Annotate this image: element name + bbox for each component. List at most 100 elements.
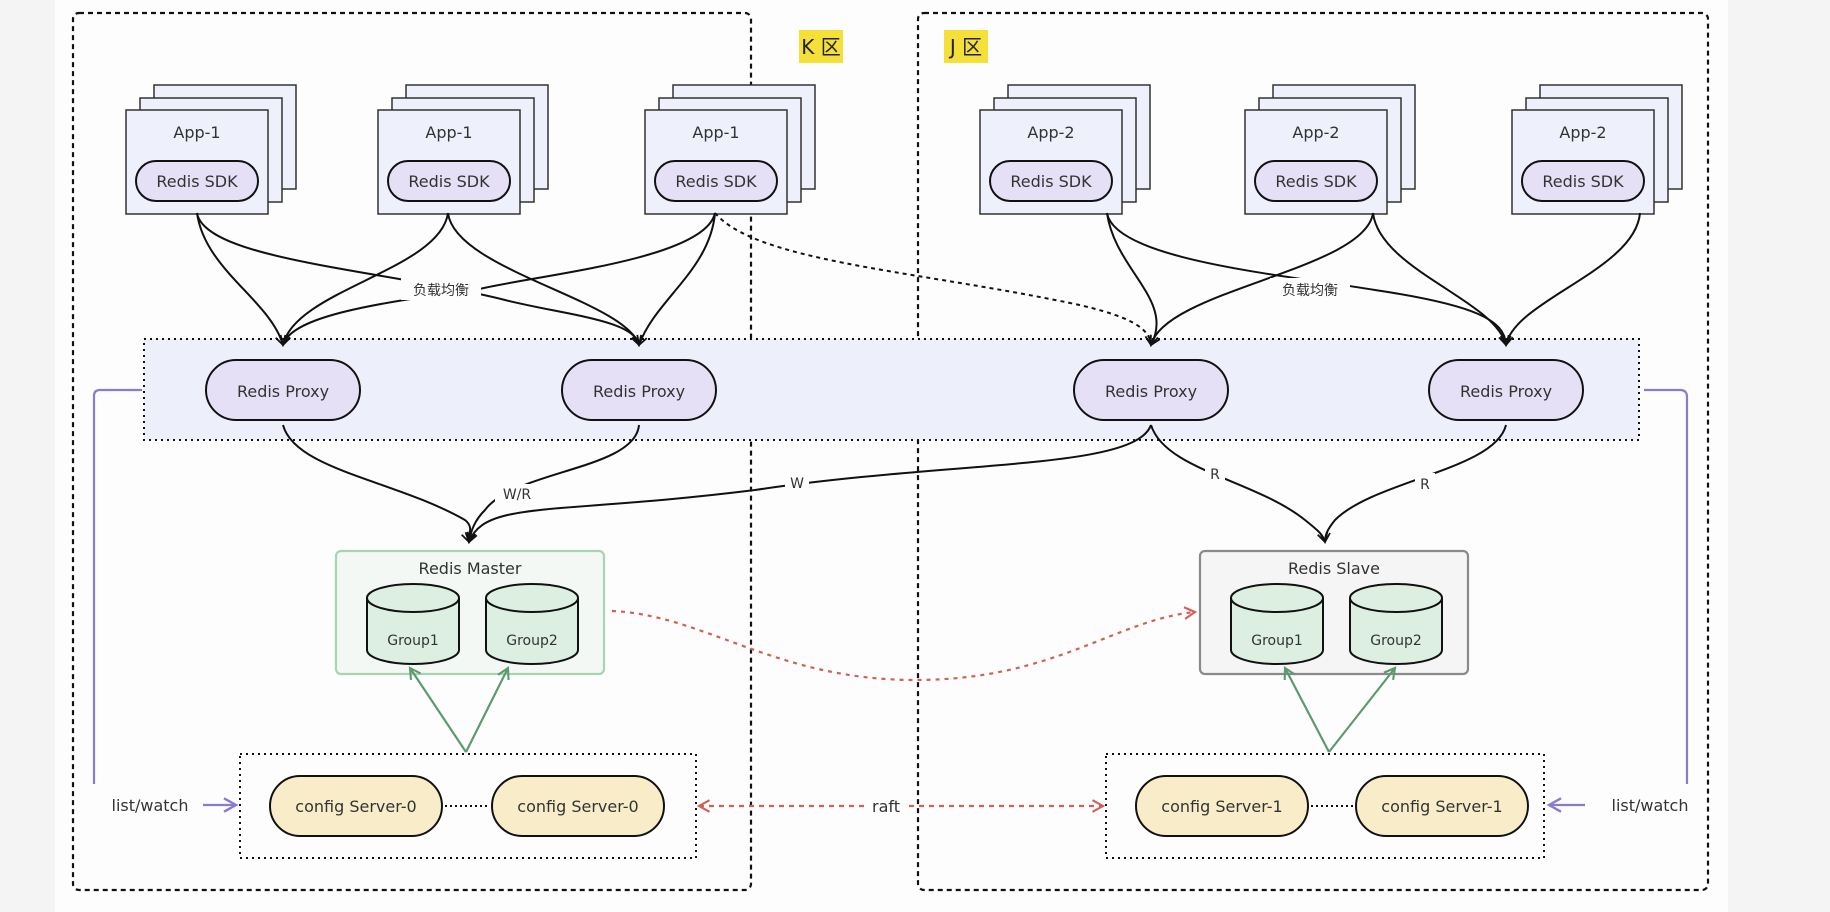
- redis-sdk-pill[interactable]: [989, 160, 1113, 202]
- config-server-label: config Server-1: [1381, 797, 1502, 816]
- redis-sdk-label: Redis SDK: [1542, 172, 1624, 191]
- redis-proxy-node[interactable]: [1428, 359, 1584, 421]
- edge-k-app3-proxy1: [279, 212, 716, 347]
- list-watch-line-right: [1644, 388, 1689, 784]
- redis-proxy-label: Redis Proxy: [1105, 382, 1197, 401]
- zone-j-label: J 区: [948, 35, 982, 59]
- redis-proxy[interactable]: Redis Proxy: [1073, 359, 1229, 421]
- redis-sdk-label: Redis SDK: [675, 172, 757, 191]
- redis-sdk-pill[interactable]: [654, 160, 778, 202]
- edge-j-app2-proxy1: [1147, 212, 1374, 347]
- config-server[interactable]: config Server-0: [491, 775, 665, 837]
- app-name: App-2: [1027, 123, 1074, 142]
- edge-label-r2: R: [1420, 477, 1430, 493]
- app-name: App-1: [173, 123, 220, 142]
- w-label-bg: [785, 472, 809, 492]
- zone-k-label: K 区: [801, 35, 840, 59]
- config-server[interactable]: config Server-0: [269, 775, 443, 837]
- list-watch-label-right: list/watch: [1612, 796, 1689, 815]
- redis-proxy-label: Redis Proxy: [237, 382, 329, 401]
- group-label: Group2: [1370, 633, 1422, 649]
- config-to-group-edges: [408, 666, 1397, 753]
- config-server-node[interactable]: [1135, 775, 1309, 837]
- config-server-label: config Server-0: [295, 797, 416, 816]
- load-balance-label-j: 负载均衡: [1282, 283, 1338, 299]
- app-name: App-2: [1559, 123, 1606, 142]
- redis-sdk-pill[interactable]: [1521, 160, 1645, 202]
- redis-proxy-node[interactable]: [205, 359, 361, 421]
- raft-label-bg: [865, 794, 907, 816]
- edge-config-j-group1: [1283, 666, 1330, 753]
- edge-master-slave-replication: [611, 606, 1198, 682]
- config-server-node[interactable]: [1355, 775, 1529, 837]
- redis-master-title: Redis Master: [419, 559, 522, 578]
- redis-proxy-node[interactable]: [561, 359, 717, 421]
- redis-proxy-label: Redis Proxy: [593, 382, 685, 401]
- app-name: App-2: [1292, 123, 1339, 142]
- group-label: Group1: [387, 633, 439, 649]
- group-label: Group2: [506, 633, 558, 649]
- edge-proxy2-master: [464, 424, 640, 544]
- redis-proxy-node[interactable]: [1073, 359, 1229, 421]
- config-server[interactable]: config Server-1: [1355, 775, 1529, 837]
- edge-config-j-group2: [1328, 666, 1397, 753]
- edge-cross-zone-failover: [714, 212, 1157, 347]
- redis-proxy[interactable]: Redis Proxy: [205, 359, 361, 421]
- edge-k-app2-proxy2: [447, 212, 642, 347]
- edge-label-r1: R: [1210, 467, 1220, 483]
- zone-k-tag-bg: [799, 30, 843, 63]
- redis-sdk-pill[interactable]: [387, 160, 511, 202]
- redis-proxy[interactable]: Redis Proxy: [1428, 359, 1584, 421]
- proxy-storage-edges: [282, 424, 1507, 544]
- edge-proxy3-slave: [1150, 424, 1329, 544]
- redis-sdk-label: Redis SDK: [408, 172, 490, 191]
- edge-config-k-group1: [408, 666, 467, 753]
- config-server-node[interactable]: [491, 775, 665, 837]
- edge-config-k-group2: [465, 666, 510, 753]
- edge-label-w: W: [790, 476, 804, 492]
- database-icon[interactable]: Group2: [1349, 583, 1443, 665]
- redis-sdk-label: Redis SDK: [1010, 172, 1092, 191]
- redis-sdk-pill[interactable]: [135, 160, 259, 202]
- list-watch-label-left: list/watch: [112, 796, 189, 815]
- database-icon[interactable]: Group2: [485, 583, 579, 665]
- group-label: Group1: [1251, 633, 1303, 649]
- app-name: App-1: [692, 123, 739, 142]
- list-watch-line-left: [92, 388, 142, 784]
- zone-k: K 区: [71, 11, 843, 892]
- edge-proxy1-master: [282, 424, 473, 544]
- redis-sdk-pill[interactable]: [1254, 160, 1378, 202]
- edge-k-app2-proxy1: [279, 212, 449, 347]
- config-server-label: config Server-0: [517, 797, 638, 816]
- edge-j-app2-proxy2: [1372, 212, 1510, 347]
- zone-j-tag-bg: [944, 30, 988, 63]
- config-servers: config Server-0 config Server-0 config Ser…: [269, 775, 1529, 837]
- database-icon[interactable]: Group1: [1230, 583, 1324, 665]
- edge-proxy4-slave: [1319, 424, 1507, 544]
- edge-j-app3-proxy2: [1502, 212, 1641, 347]
- edge-k-app3-proxy2: [636, 212, 716, 347]
- config-server-node[interactable]: [269, 775, 443, 837]
- edge-label-wr: W/R: [503, 487, 532, 503]
- redis-proxy[interactable]: Redis Proxy: [561, 359, 717, 421]
- config-cluster-k: [239, 753, 697, 859]
- lb-label-bg-k: [401, 278, 481, 300]
- lb-label-bg-j: [1270, 278, 1350, 300]
- config-server-label: config Server-1: [1161, 797, 1282, 816]
- edge-proxy3-master: [466, 424, 1152, 544]
- config-server[interactable]: config Server-1: [1135, 775, 1309, 837]
- edge-j-app1-proxy1: [1106, 212, 1161, 347]
- load-balance-label-k: 负载均衡: [413, 283, 469, 299]
- database-icon[interactable]: Group1: [366, 583, 460, 665]
